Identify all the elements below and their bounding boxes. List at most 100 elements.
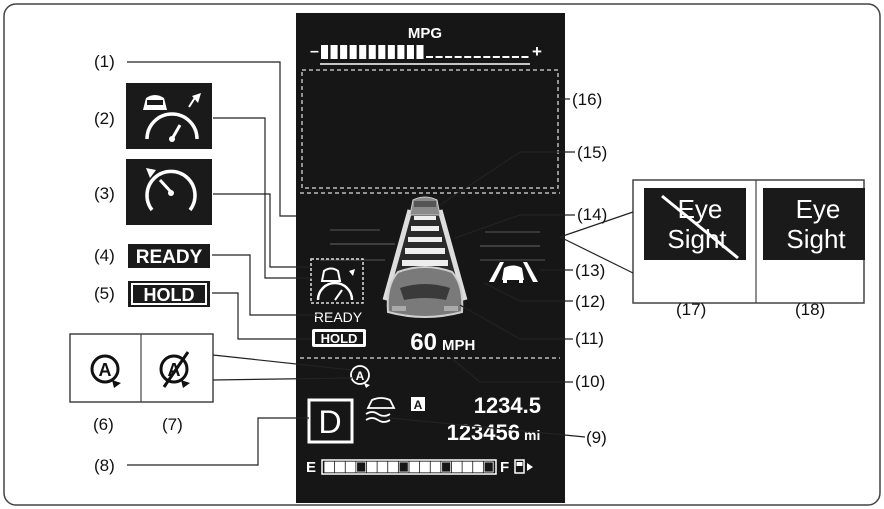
mpg-segment (511, 56, 519, 58)
mpg-segment (321, 45, 329, 59)
mpg-segment (349, 45, 357, 59)
leader-lines (127, 61, 634, 466)
mpg-segment (359, 45, 367, 59)
callout-18: (18) (795, 300, 825, 319)
callout-16: (16) (572, 90, 602, 109)
fuel-segment (398, 461, 409, 473)
mpg-segment (464, 56, 472, 58)
mpg-segment (378, 45, 386, 59)
callout-1: (1) (94, 52, 115, 71)
callout-7: (7) (162, 415, 183, 434)
mpg-segment (426, 56, 434, 58)
callout-14: (14) (577, 205, 607, 224)
mpg-segment (492, 56, 500, 58)
eyesight-off-line1: Eye (678, 194, 723, 224)
lane-streaks (320, 229, 545, 261)
set-speed-value: 60 (410, 329, 437, 356)
fuel-segment (366, 461, 377, 473)
mpg-segment (416, 45, 424, 59)
mpg-segment (521, 56, 529, 58)
fuel-segment (473, 461, 483, 473)
callout-8: (8) (94, 456, 115, 475)
callout-13: (13) (575, 261, 605, 280)
auto-start-stop-panel-icon: A (350, 365, 370, 388)
callout-9: (9) (586, 428, 607, 447)
svg-text:A: A (99, 360, 112, 380)
fuel-segment (345, 461, 356, 473)
mpg-segment (483, 56, 491, 58)
fuel-gauge-bar (324, 461, 494, 473)
callout-6: (6) (93, 415, 114, 434)
fuel-gauge-frame (321, 459, 497, 475)
fuel-segment (430, 461, 441, 473)
callout-17: (17) (676, 300, 706, 319)
gear-indicator: D (318, 404, 341, 440)
lead-vehicle-icon (409, 196, 441, 216)
mpg-segment (473, 56, 481, 58)
fuel-segment (451, 461, 462, 473)
mpg-label: MPG (408, 25, 442, 42)
hold-legend-text: HOLD (144, 285, 195, 305)
mpg-segment (454, 56, 462, 58)
fuel-pump-icon (514, 459, 533, 474)
fuel-full-label: F (500, 459, 509, 476)
callout-12: (12) (575, 292, 605, 311)
cruise-control-panel-icon (310, 258, 364, 304)
fuel-segment (335, 461, 345, 473)
trip-badge-box (411, 397, 425, 411)
mpg-segment (502, 56, 510, 58)
trip-badge: A (414, 398, 423, 412)
callout-5: (5) (94, 284, 115, 303)
panel-ready-indicator: READY (314, 309, 363, 325)
mpg-segment (435, 56, 443, 58)
mpg-plus: + (532, 42, 542, 61)
mpg-bar (321, 45, 529, 59)
callout-11: (11) (575, 329, 604, 348)
eyesight-on-line2: Sight (786, 224, 846, 254)
mpg-segment (445, 56, 453, 58)
fuel-segment (324, 461, 335, 473)
fuel-segment (483, 461, 494, 473)
mpg-segment (340, 45, 348, 59)
fuel-segment (420, 461, 430, 473)
fuel-segment (388, 461, 398, 473)
lane-departure-icon (489, 262, 538, 283)
cruise-legend-icon (126, 83, 212, 149)
callout-2: (2) (94, 109, 115, 128)
fuel-segment (441, 461, 452, 473)
cruise-set-legend-glyph (145, 168, 197, 212)
cruise-legend-glyph (143, 93, 201, 142)
eyesight-on-line1: Eye (796, 194, 841, 224)
auto-start-stop-off-icon: A (159, 351, 190, 388)
fuel-segment (409, 461, 420, 473)
vehicle-dynamics-icon (365, 397, 396, 423)
odometer-value: 123456 (447, 420, 520, 445)
trip-value: 1234.5 (474, 393, 541, 418)
mpg-segment (397, 45, 405, 59)
own-vehicle-icon (386, 266, 464, 318)
callout-4: (4) (94, 246, 115, 265)
info-area-box (301, 69, 559, 189)
callout-3: (3) (94, 184, 115, 203)
hold-legend-badge (128, 281, 210, 307)
fuel-segment (462, 461, 473, 473)
mpg-segment (368, 45, 376, 59)
mpg-minus: – (310, 43, 319, 60)
ready-legend-text: READY (136, 247, 203, 268)
set-speed-unit: MPH (442, 337, 475, 354)
fuel-segment (356, 461, 367, 473)
panel-hold-indicator: HOLD (321, 331, 358, 346)
gear-indicator-box (307, 398, 354, 444)
ready-legend-badge (128, 244, 210, 268)
mpg-segment (406, 45, 414, 59)
odometer-unit: mi (524, 427, 540, 443)
eyesight-on-icon (763, 188, 865, 260)
mpg-segment (387, 45, 395, 59)
eyesight-off-line2: Sight (667, 224, 727, 254)
callout-10: (10) (575, 372, 605, 391)
auto-start-stop-on-icon: A (90, 354, 121, 388)
fuel-empty-label: E (306, 459, 316, 476)
fuel-segment (377, 461, 388, 473)
svg-text:A: A (356, 369, 365, 383)
